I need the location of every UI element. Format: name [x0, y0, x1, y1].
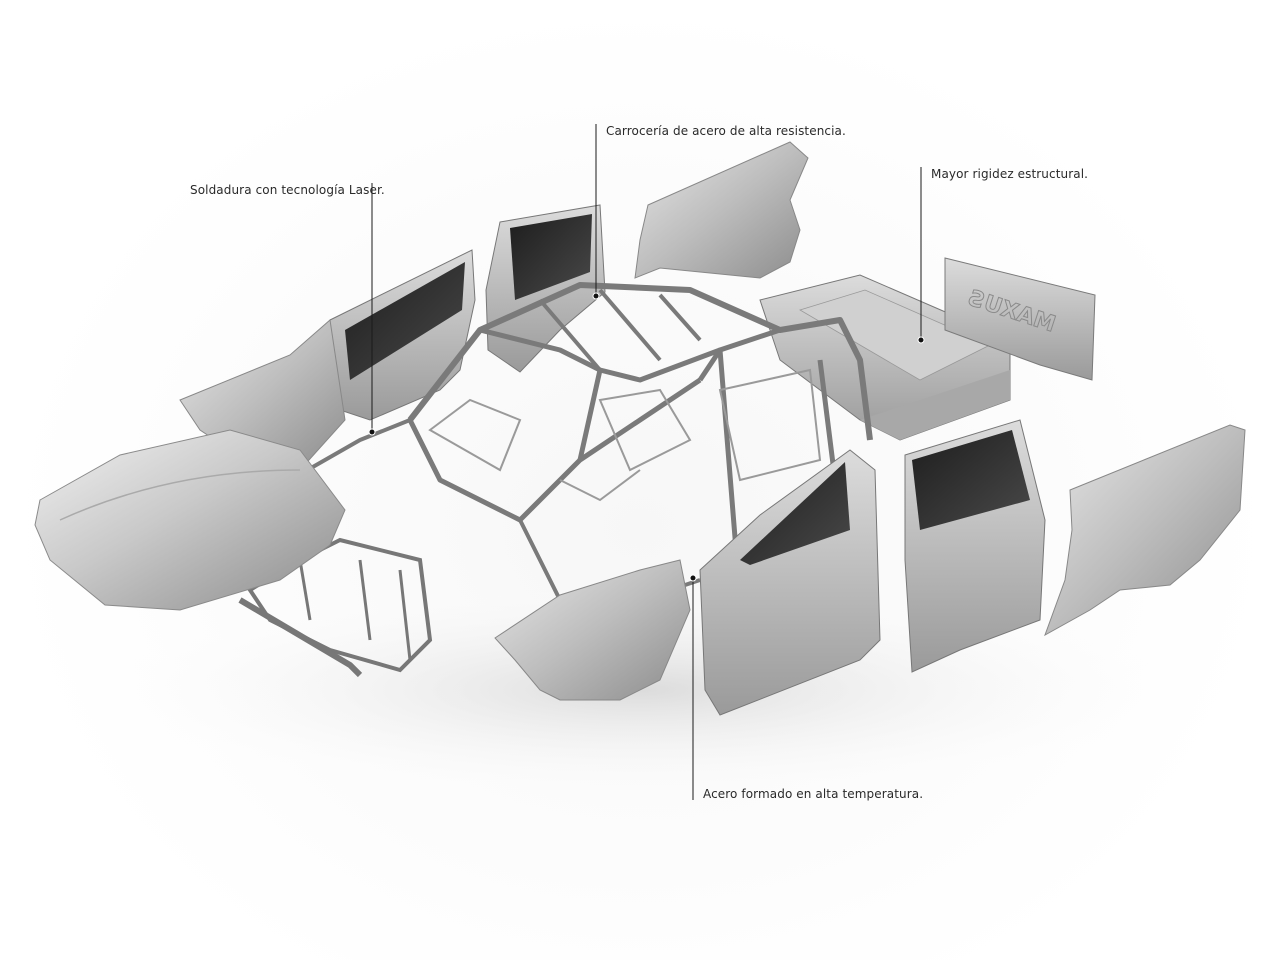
dot-steel — [689, 574, 697, 582]
dot-laser — [368, 428, 376, 436]
callout-leaders — [371, 124, 922, 800]
rear-quarter-lower — [1044, 424, 1246, 637]
hood-crease — [59, 469, 301, 521]
callout-dots — [368, 292, 925, 582]
callout-laser-welding: Soldadura con tecnología Laser. — [190, 183, 385, 197]
rear-quarter-upper — [634, 141, 809, 279]
dot-rigidity — [917, 336, 925, 344]
body-frame-detail — [428, 368, 822, 502]
front-door-lower — [699, 449, 881, 716]
callout-high-strength-body: Carrocería de acero de alta resistencia. — [606, 124, 846, 138]
callout-structural-rigidity: Mayor rigidez estructural. — [931, 167, 1089, 181]
callout-hot-formed-steel: Acero formado en alta temperatura. — [703, 787, 924, 801]
front-fender-lower — [494, 559, 691, 701]
rear-door-upper — [485, 204, 606, 373]
dot-body — [592, 292, 600, 300]
body-frame — [289, 282, 873, 602]
hood — [34, 429, 346, 611]
front-door-upper — [324, 249, 476, 421]
rear-door-lower — [904, 419, 1046, 673]
tailgate: ƧUXAM — [944, 257, 1096, 381]
